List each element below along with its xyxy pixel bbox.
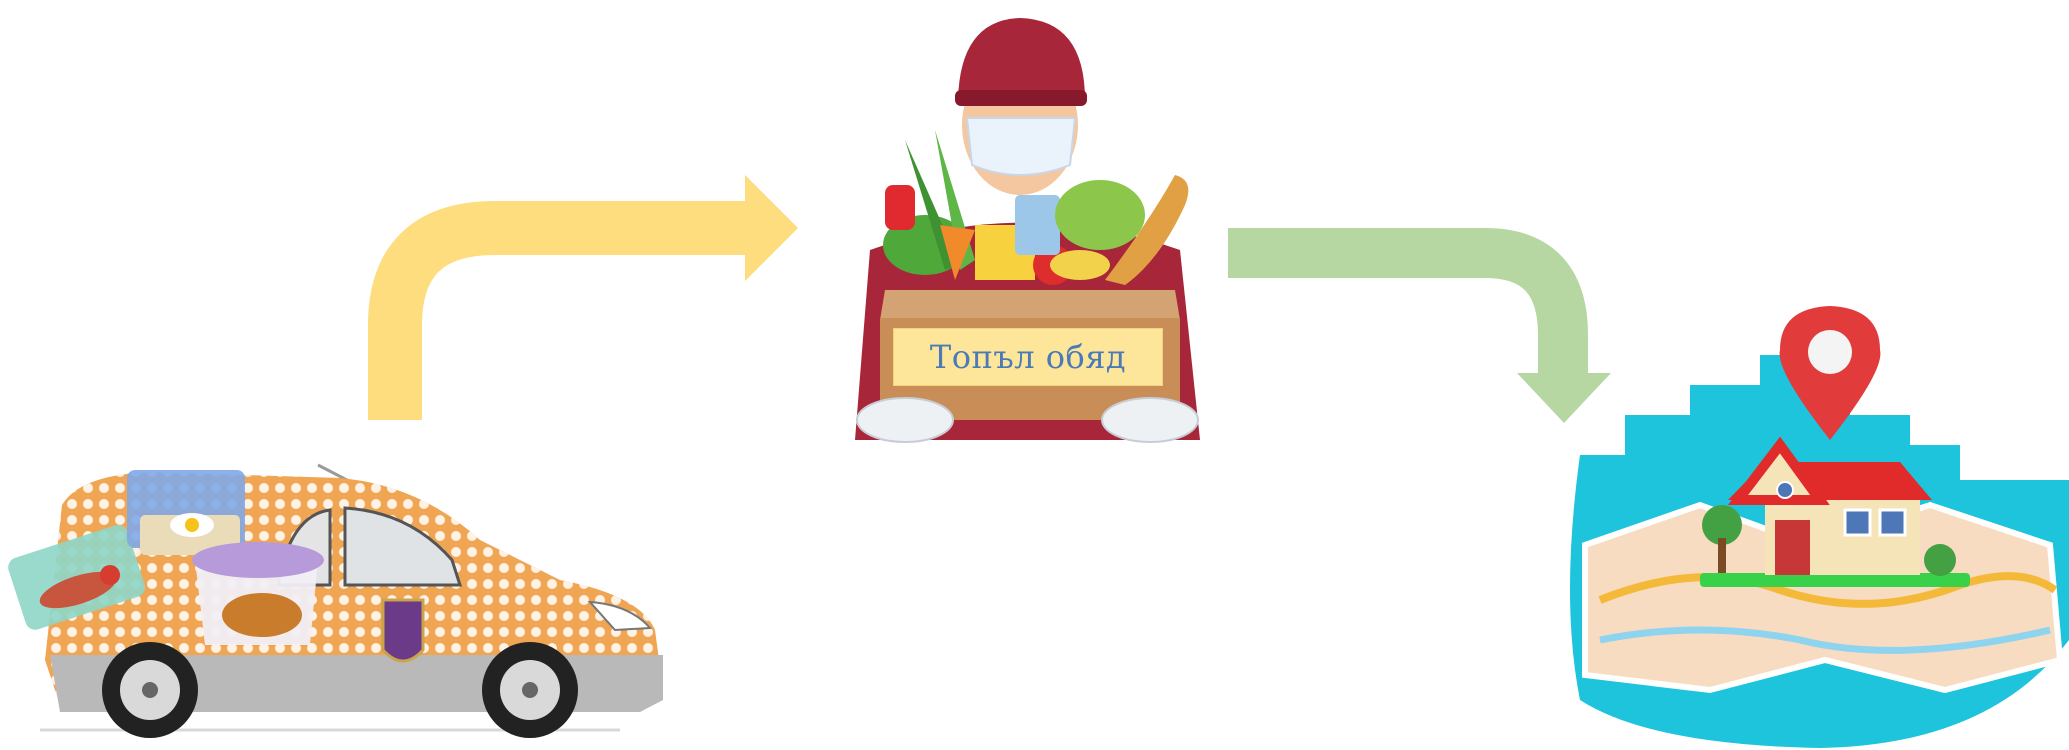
hot-lunch-box-label: Топъл обяд xyxy=(893,328,1163,386)
food-container-icon xyxy=(8,524,146,630)
curved-arrow-right-icon xyxy=(368,175,798,420)
food-container-icon xyxy=(127,470,245,555)
vegetables-icon xyxy=(883,130,1189,285)
curved-arrow-down-icon xyxy=(1228,228,1611,423)
home-map-location-icon xyxy=(1570,306,2069,748)
location-pin-icon xyxy=(1779,306,1881,440)
delivery-van-icon xyxy=(8,463,663,738)
food-container-icon xyxy=(192,542,324,645)
